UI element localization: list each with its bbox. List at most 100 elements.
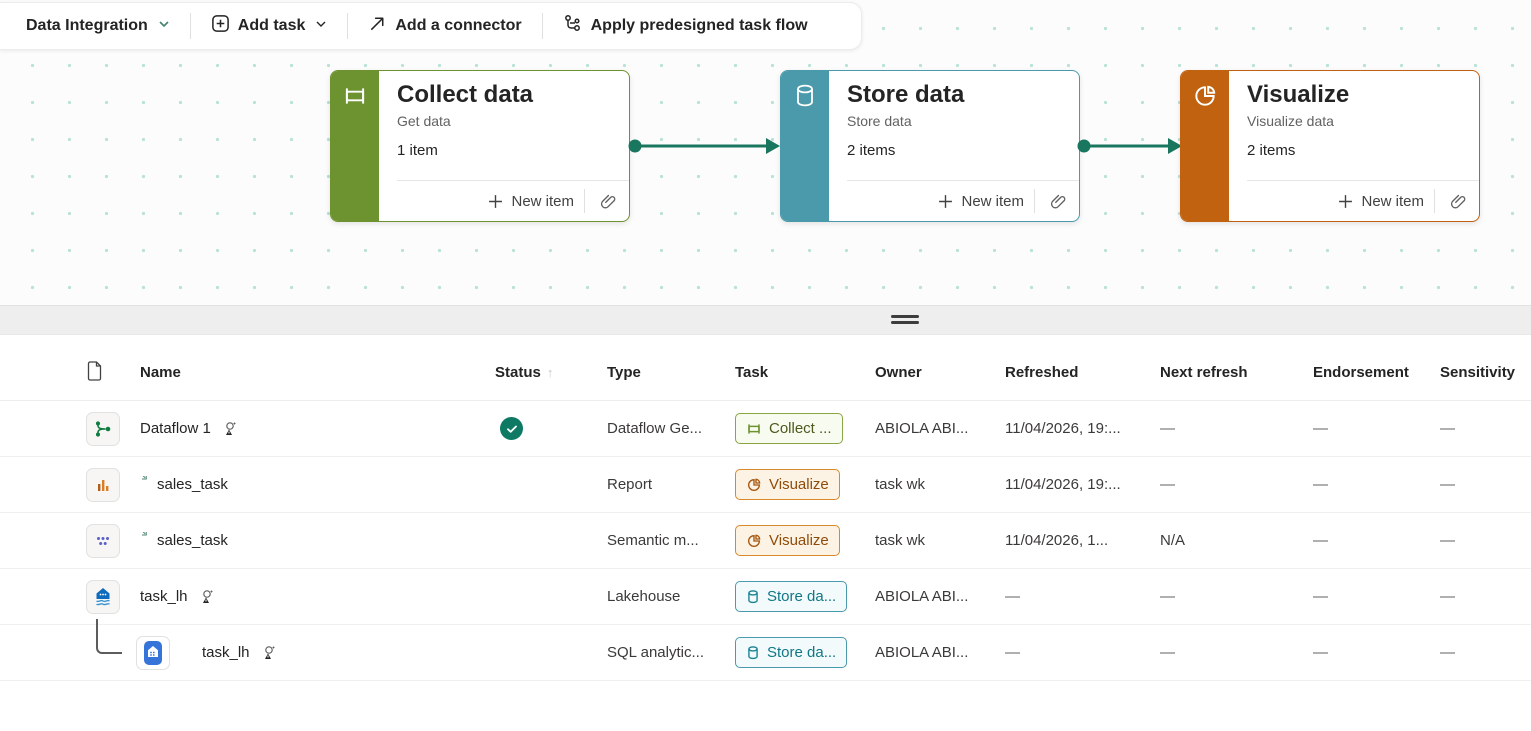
database-icon (793, 83, 817, 221)
attach-items-button[interactable] (595, 192, 621, 210)
item-warning-icon (221, 421, 238, 439)
task-card-collect-data[interactable]: Collect data Get data 1 item New item (330, 70, 630, 222)
paperclip-icon (599, 192, 617, 210)
item-endorsement: — (1313, 644, 1440, 661)
tree-connector-line (96, 619, 122, 654)
items-list: Name Status↑ Type Task Owner Refreshed N… (0, 335, 1531, 731)
task-chip-store[interactable]: Store da... (735, 581, 847, 612)
new-item-label: New item (1361, 193, 1424, 210)
item-kind-column-icon (80, 361, 140, 385)
connector-collect-to-store[interactable] (626, 132, 784, 160)
footer-divider (584, 189, 585, 213)
item-type: SQL analytic... (607, 644, 735, 661)
task-chip-collect[interactable]: Collect ... (735, 413, 843, 444)
table-row-sales-task-semantic-model[interactable]: sales_task Semantic m... Visualize task … (0, 513, 1531, 569)
item-owner: task wk (875, 532, 1005, 549)
report-icon[interactable] (86, 468, 120, 502)
item-refreshed: — (1005, 644, 1160, 661)
item-name[interactable]: sales_task (140, 476, 495, 493)
panel-splitter[interactable] (0, 305, 1531, 335)
attach-items-button[interactable] (1445, 192, 1471, 210)
workspace-menu[interactable]: Data Integration (26, 17, 170, 35)
new-item-button[interactable]: New item (938, 193, 1024, 210)
database-icon (746, 645, 760, 661)
column-header-refreshed[interactable]: Refreshed (1005, 364, 1160, 381)
task-chip-visualize[interactable]: Visualize (735, 469, 840, 500)
column-header-endorsement[interactable]: Endorsement (1313, 364, 1440, 381)
new-item-button[interactable]: New item (488, 193, 574, 210)
new-item-button[interactable]: New item (1338, 193, 1424, 210)
item-owner: ABIOLA ABI... (875, 420, 1005, 437)
apply-taskflow-label: Apply predesigned task flow (591, 17, 808, 35)
attach-items-button[interactable] (1045, 192, 1071, 210)
lakehouse-icon[interactable] (86, 580, 120, 614)
item-name[interactable]: Dataflow 1 (140, 419, 495, 439)
column-header-sensitivity[interactable]: Sensitivity (1440, 364, 1531, 381)
pie-chart-icon (1192, 83, 1218, 221)
pipeline-icon (342, 83, 368, 221)
status-success-icon (500, 417, 523, 440)
connector-store-to-visualize[interactable] (1076, 132, 1186, 160)
add-connector-button[interactable]: Add a connector (368, 14, 521, 38)
item-owner: ABIOLA ABI... (875, 644, 1005, 661)
document-icon (86, 361, 103, 381)
item-endorsement: — (1313, 420, 1440, 437)
column-header-owner[interactable]: Owner (875, 364, 1005, 381)
pie-chart-icon (746, 477, 762, 493)
item-endorsement: — (1313, 588, 1440, 605)
item-owner: task wk (875, 476, 1005, 493)
arrow-up-right-icon (368, 14, 387, 38)
column-header-status[interactable]: Status↑ (495, 364, 607, 381)
flow-branch-icon (563, 14, 583, 39)
card-item-count: 2 items (847, 142, 1079, 159)
item-name[interactable]: task_lh (140, 587, 495, 607)
table-row-dataflow-1[interactable]: Dataflow 1 Dataflow Ge... Collect ... AB… (0, 401, 1531, 457)
item-endorsement: — (1313, 532, 1440, 549)
add-square-icon (211, 14, 230, 38)
item-next-refresh: — (1160, 588, 1313, 605)
card-accent-stripe (331, 71, 379, 221)
item-name[interactable]: task_lh (140, 643, 495, 663)
pie-chart-icon (746, 533, 762, 549)
card-title: Store data (847, 81, 1079, 110)
table-header-row: Name Status↑ Type Task Owner Refreshed N… (0, 345, 1531, 401)
add-task-button[interactable]: Add task (211, 14, 328, 38)
card-title: Visualize (1247, 81, 1479, 110)
splitter-drag-handle-icon[interactable] (891, 315, 919, 327)
column-header-name[interactable]: Name (140, 364, 495, 381)
chevron-down-icon (315, 17, 327, 35)
table-row-task-lh-lakehouse[interactable]: task_lh Lakehouse Store da... ABIOLA ABI… (0, 569, 1531, 625)
task-chip-store[interactable]: Store da... (735, 637, 847, 668)
item-type: Dataflow Ge... (607, 420, 735, 437)
column-header-type[interactable]: Type (607, 364, 735, 381)
semantic-model-icon[interactable] (86, 524, 120, 558)
item-name[interactable]: sales_task (140, 532, 495, 549)
card-accent-stripe (1181, 71, 1229, 221)
paperclip-icon (1049, 192, 1067, 210)
table-row-task-lh-sql-endpoint[interactable]: task_lh SQL analytic... Store da... ABIO… (0, 625, 1531, 681)
card-subtitle: Visualize data (1247, 113, 1479, 129)
apply-taskflow-button[interactable]: Apply predesigned task flow (563, 14, 808, 39)
item-warning-icon (260, 645, 277, 663)
sub-item-indicator-icon (140, 532, 149, 541)
task-card-store-data[interactable]: Store data Store data 2 items New item (780, 70, 1080, 222)
item-sensitivity: — (1440, 476, 1531, 493)
paperclip-icon (1449, 192, 1467, 210)
task-card-visualize[interactable]: Visualize Visualize data 2 items New ite… (1180, 70, 1480, 222)
item-owner: ABIOLA ABI... (875, 588, 1005, 605)
dataflow-gen2-icon[interactable] (86, 412, 120, 446)
column-header-next-refresh[interactable]: Next refresh (1160, 364, 1313, 381)
task-chip-visualize[interactable]: Visualize (735, 525, 840, 556)
item-next-refresh: — (1160, 644, 1313, 661)
toolbar-divider (190, 13, 191, 39)
taskflow-canvas[interactable]: Data Integration Add task Add a connecto… (0, 0, 1531, 305)
item-sensitivity: — (1440, 420, 1531, 437)
item-refreshed: 11/04/2026, 19:... (1005, 420, 1160, 437)
footer-divider (1434, 189, 1435, 213)
column-header-task[interactable]: Task (735, 364, 875, 381)
card-item-count: 1 item (397, 142, 629, 159)
table-row-sales-task-report[interactable]: sales_task Report Visualize task wk 11/0… (0, 457, 1531, 513)
toolbar-divider (542, 13, 543, 39)
sub-item-indicator-icon (140, 476, 149, 485)
card-item-count: 2 items (1247, 142, 1479, 159)
